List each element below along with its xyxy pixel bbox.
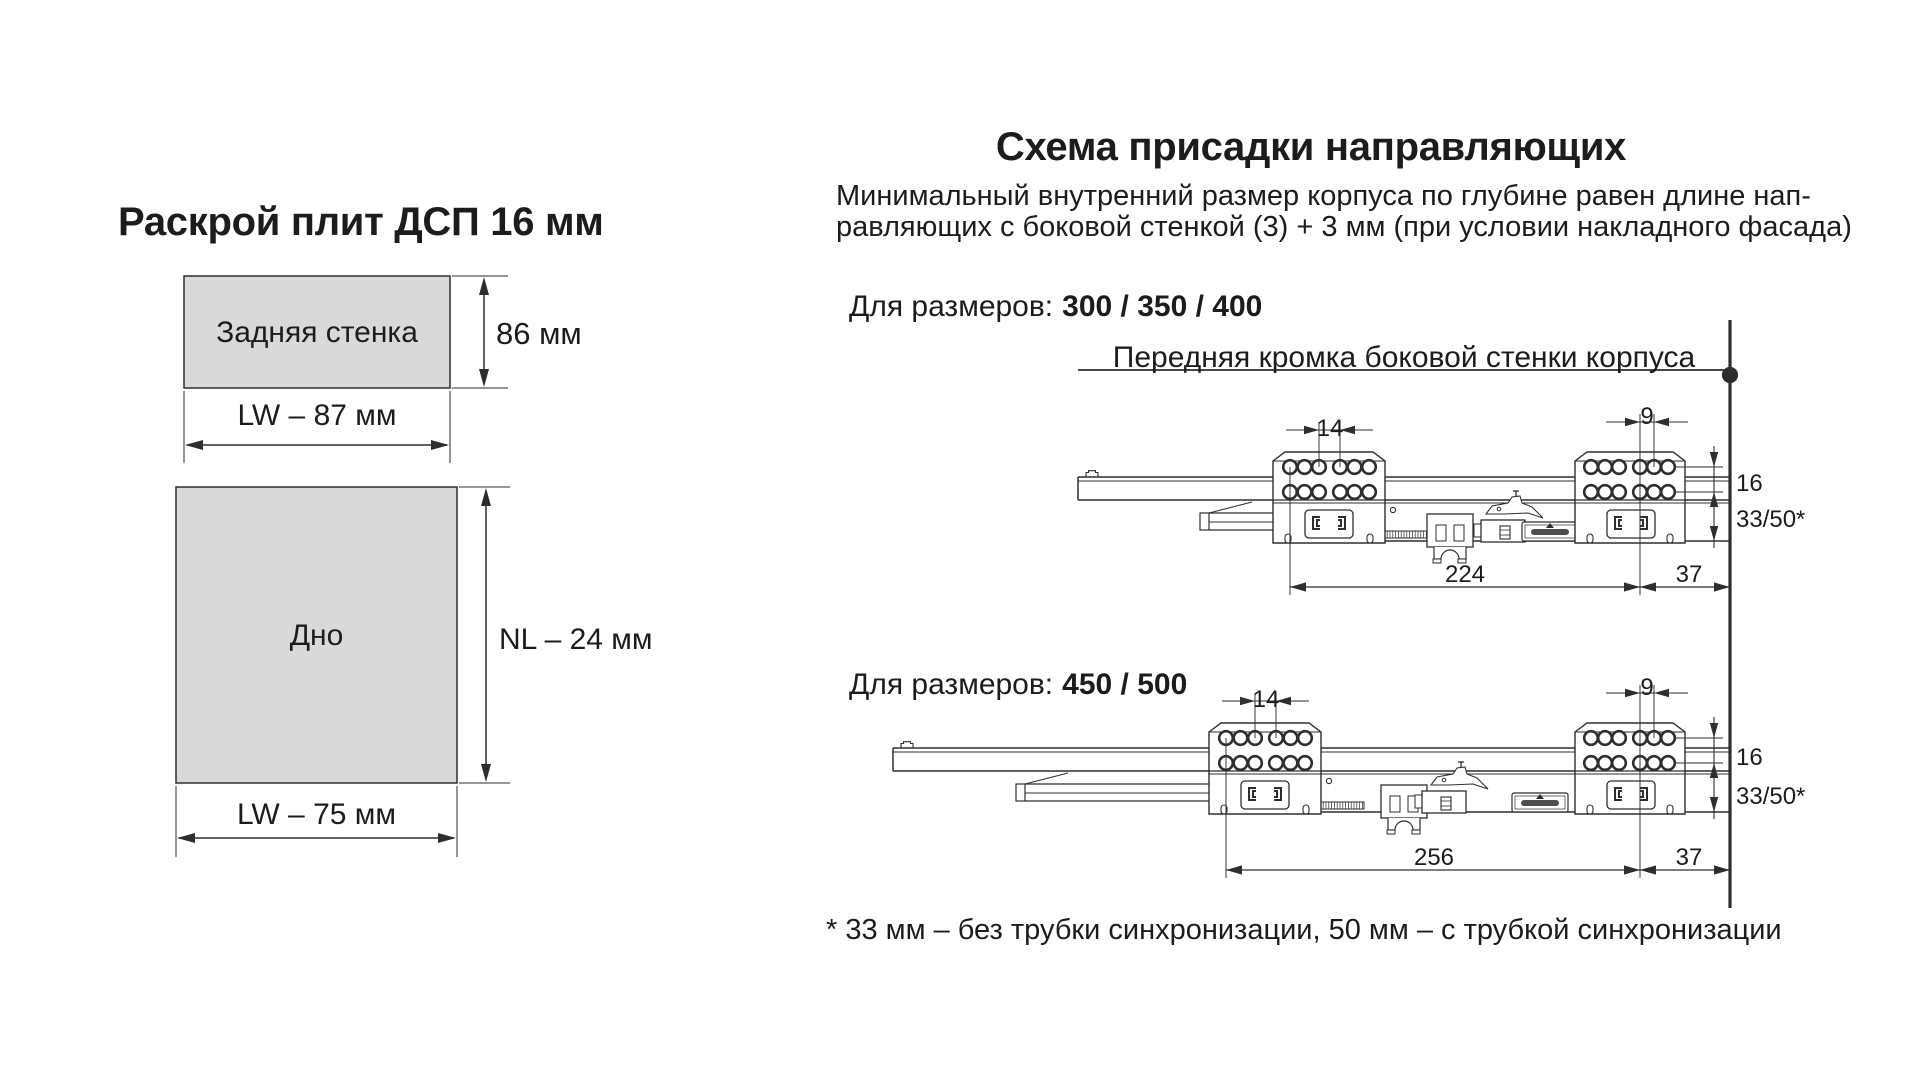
drawing1-dim-edge-offset: 37 [1675, 561, 1703, 588]
drawing2-dim-below-offset: 33/50* [1736, 783, 1806, 810]
drawing2-dim-span: 256 [1413, 844, 1455, 871]
bottom-rect [175, 486, 458, 784]
description-line-2: равляющих с боковой стенкой (3) + 3 мм (… [836, 211, 1852, 243]
drawing1-dim-hole-pitch: 9 [1640, 403, 1654, 430]
front-edge-marker-dot [1721, 366, 1739, 384]
drawing1-dim-row-spacing: 16 [1736, 470, 1763, 497]
drawing2-for-sizes-label: Для размеров: [849, 668, 1054, 701]
back-wall-width-arrow [183, 391, 451, 463]
drawing1-for-sizes-label: Для размеров: [849, 290, 1054, 323]
slide-drawing-2 [892, 685, 1730, 878]
drawing2-dim-edge-offset: 37 [1675, 844, 1703, 871]
drawing1-dim-group-gap: 14 [1316, 415, 1344, 442]
drawing2-dim-row-spacing: 16 [1736, 744, 1763, 771]
back-wall-width-dimension: LW – 87 мм [237, 399, 397, 432]
drawing1-dim-span: 224 [1444, 561, 1486, 588]
description-line-1: Минимальный внутренний размер корпуса по… [836, 180, 1811, 212]
right-section-title: Схема присадки направляющих [995, 125, 1627, 169]
bottom-height-arrow [459, 486, 510, 784]
drawing2-dim-group-gap: 14 [1252, 686, 1280, 713]
bottom-panel-label: Дно [289, 619, 344, 652]
bottom-width-arrow [175, 786, 458, 857]
back-wall-height-dimension: 86 мм [496, 316, 582, 351]
front-edge-label: Передняя кромка боковой стенки корпуса [1112, 341, 1696, 374]
drawing2-dim-hole-pitch: 9 [1640, 674, 1654, 701]
drawing2-header: Для размеров:450 / 500 [849, 668, 1187, 703]
drawing1-sizes-value: 300 / 350 / 400 [1062, 290, 1263, 323]
bottom-height-dimension: NL – 24 мм [499, 623, 653, 656]
footnote: * 33 мм – без трубки синхронизации, 50 м… [826, 914, 1782, 946]
back-wall-rect [183, 275, 451, 389]
back-wall-height-arrow [452, 275, 508, 389]
description: Минимальный внутренний размер корпуса по… [836, 181, 1852, 243]
bottom-width-dimension: LW – 75 мм [236, 798, 397, 831]
back-wall-panel-label: Задняя стенка [216, 316, 418, 349]
drawing2-sizes-value: 450 / 500 [1062, 668, 1188, 701]
left-section-title: Раскрой плит ДСП 16 мм [118, 200, 604, 244]
drawing1-dim-below-offset: 33/50* [1736, 506, 1806, 533]
drawing1-header: Для размеров:300 / 350 / 400 [849, 290, 1262, 325]
slide-drawing-1 [1077, 414, 1730, 595]
